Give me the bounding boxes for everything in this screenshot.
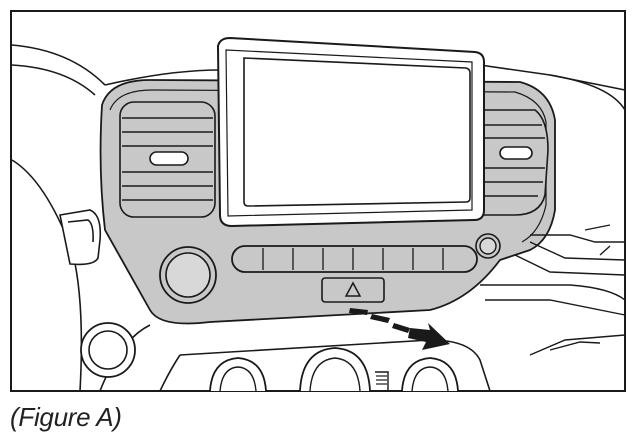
dashboard-top-edge xyxy=(104,64,626,111)
right-dash-details xyxy=(480,224,626,356)
warning-triangle-icon xyxy=(321,277,385,303)
climate-knobs xyxy=(209,347,459,392)
tuning-knob-icon xyxy=(475,233,501,259)
left-air-vent xyxy=(119,101,216,218)
infotainment-screen xyxy=(216,36,485,228)
volume-knob-icon xyxy=(159,246,217,304)
arrow-down-right-icon xyxy=(349,308,450,350)
right-air-vent xyxy=(479,109,549,216)
lower-left-vent xyxy=(80,322,136,378)
left-vent-tab xyxy=(149,151,189,166)
right-vent-tab xyxy=(499,146,533,160)
dashboard-illustration xyxy=(10,10,626,392)
side-handle xyxy=(59,209,102,266)
button-strip xyxy=(231,245,478,273)
screen-display xyxy=(243,57,471,207)
figure-caption: (Figure A) xyxy=(10,402,122,432)
